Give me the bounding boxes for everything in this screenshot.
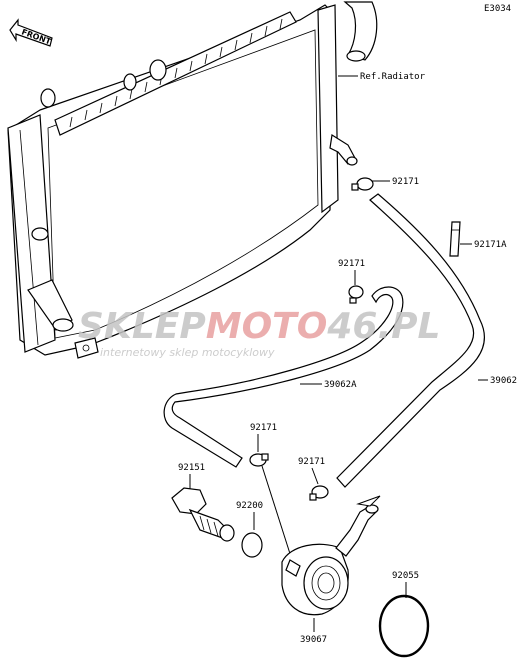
ref-radiator-label: Ref.Radiator	[360, 72, 426, 82]
hose-clamp-92171-low	[249, 453, 269, 467]
diagram-code: E3034	[484, 4, 511, 14]
front-label: FRONT	[20, 27, 52, 46]
part-label-92171-low: 92171	[250, 423, 277, 433]
svg-text:SKLEPMOTO46.PL: SKLEPMOTO46.PL	[78, 306, 440, 347]
radiator-fins	[69, 18, 283, 128]
part-label-92171-mid: 92171	[338, 259, 365, 269]
oil-cooler-39067	[281, 504, 379, 616]
part-label-92151: 92151	[178, 463, 205, 473]
hose-39062	[336, 193, 486, 488]
watermark-tagline: internetowy sklep motocyklowy	[100, 346, 275, 359]
part-label-92171A: 92171A	[474, 240, 507, 250]
o-ring-92055	[378, 594, 430, 658]
watermark-brand-num: 46	[326, 306, 377, 347]
radiator	[7, 4, 339, 359]
hose-clamp-92171-mid	[348, 285, 364, 304]
part-label-92055: 92055	[392, 571, 419, 581]
part-label-39062: 39062	[490, 376, 517, 386]
part-label-92171-low2: 92171	[298, 457, 325, 467]
part-label-39067: 39067	[300, 635, 327, 645]
watermark-brand-tld: .PL	[377, 306, 440, 347]
washer-92200	[241, 532, 263, 558]
part-label-92200: 92200	[236, 501, 263, 511]
hose-clamp-92171-low2	[309, 485, 329, 501]
hose-clamp-92171	[351, 177, 374, 191]
watermark-brand-mid: MOTO	[206, 306, 328, 347]
part-label-39062A: 39062A	[324, 380, 357, 390]
hose-39062A	[163, 286, 404, 468]
front-arrow-icon: FRONT	[9, 18, 53, 47]
part-label-92171-top: 92171	[392, 177, 419, 187]
fitting-92151	[171, 487, 235, 542]
radiator-upper-pipe	[343, 1, 378, 62]
watermark-brand-left: SKLEP	[78, 306, 206, 347]
clip-92171A	[449, 221, 461, 257]
radiator-spigot	[329, 134, 358, 166]
watermark-logo: SKLEPMOTO46.PL internetowy sklep motocyk…	[78, 306, 440, 359]
